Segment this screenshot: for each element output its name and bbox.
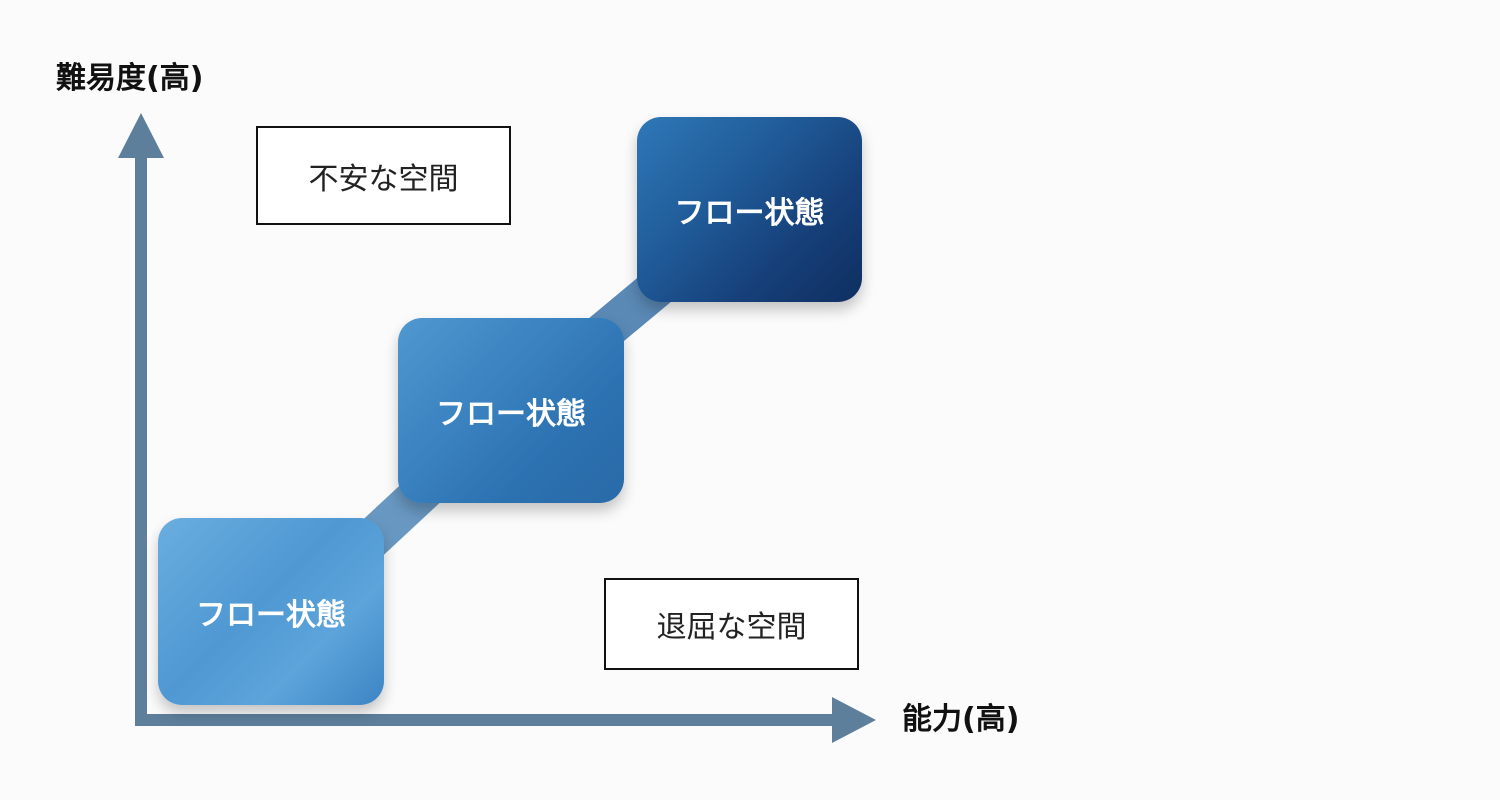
flow-state-label: フロー状態	[674, 195, 825, 231]
flow-state-label: フロー状態	[196, 597, 346, 633]
boredom-zone-box: 退屈な空間	[604, 578, 859, 670]
flow-state-box-high: フロー状態	[637, 117, 862, 302]
flow-state-label: フロー状態	[436, 396, 586, 432]
boredom-zone-label: 退屈な空間	[656, 610, 807, 645]
flow-state-box-low: フロー状態	[158, 518, 384, 705]
x-axis-arrow-icon	[832, 697, 876, 743]
anxiety-zone-label: 不安な空間	[308, 161, 459, 197]
anxiety-zone-box: 不安な空間	[256, 126, 511, 225]
x-axis-label: 能力(高)	[902, 702, 1020, 737]
flow-state-box-mid: フロー状態	[398, 318, 624, 503]
y-axis-arrow-icon	[118, 113, 164, 158]
y-axis-label: 難易度(高)	[56, 61, 204, 96]
